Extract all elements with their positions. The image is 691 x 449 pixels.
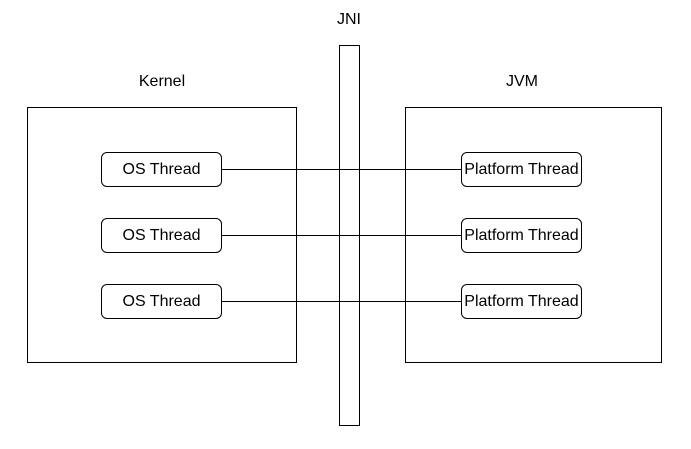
jni-title: JNI (337, 11, 361, 28)
platform-thread-node-1: Platform Thread (461, 152, 582, 187)
platform-thread-node-3: Platform Thread (461, 284, 582, 319)
thread-mapping-connector-3 (221, 301, 462, 302)
thread-mapping-connector-1 (221, 169, 462, 170)
os-thread-node-2: OS Thread (101, 218, 222, 253)
os-thread-node-1: OS Thread (101, 152, 222, 187)
jvm-title: JVM (506, 73, 538, 90)
platform-thread-node-2: Platform Thread (461, 218, 582, 253)
kernel-title: Kernel (138, 73, 186, 90)
os-thread-node-3: OS Thread (101, 284, 222, 319)
thread-mapping-connector-2 (221, 235, 462, 236)
